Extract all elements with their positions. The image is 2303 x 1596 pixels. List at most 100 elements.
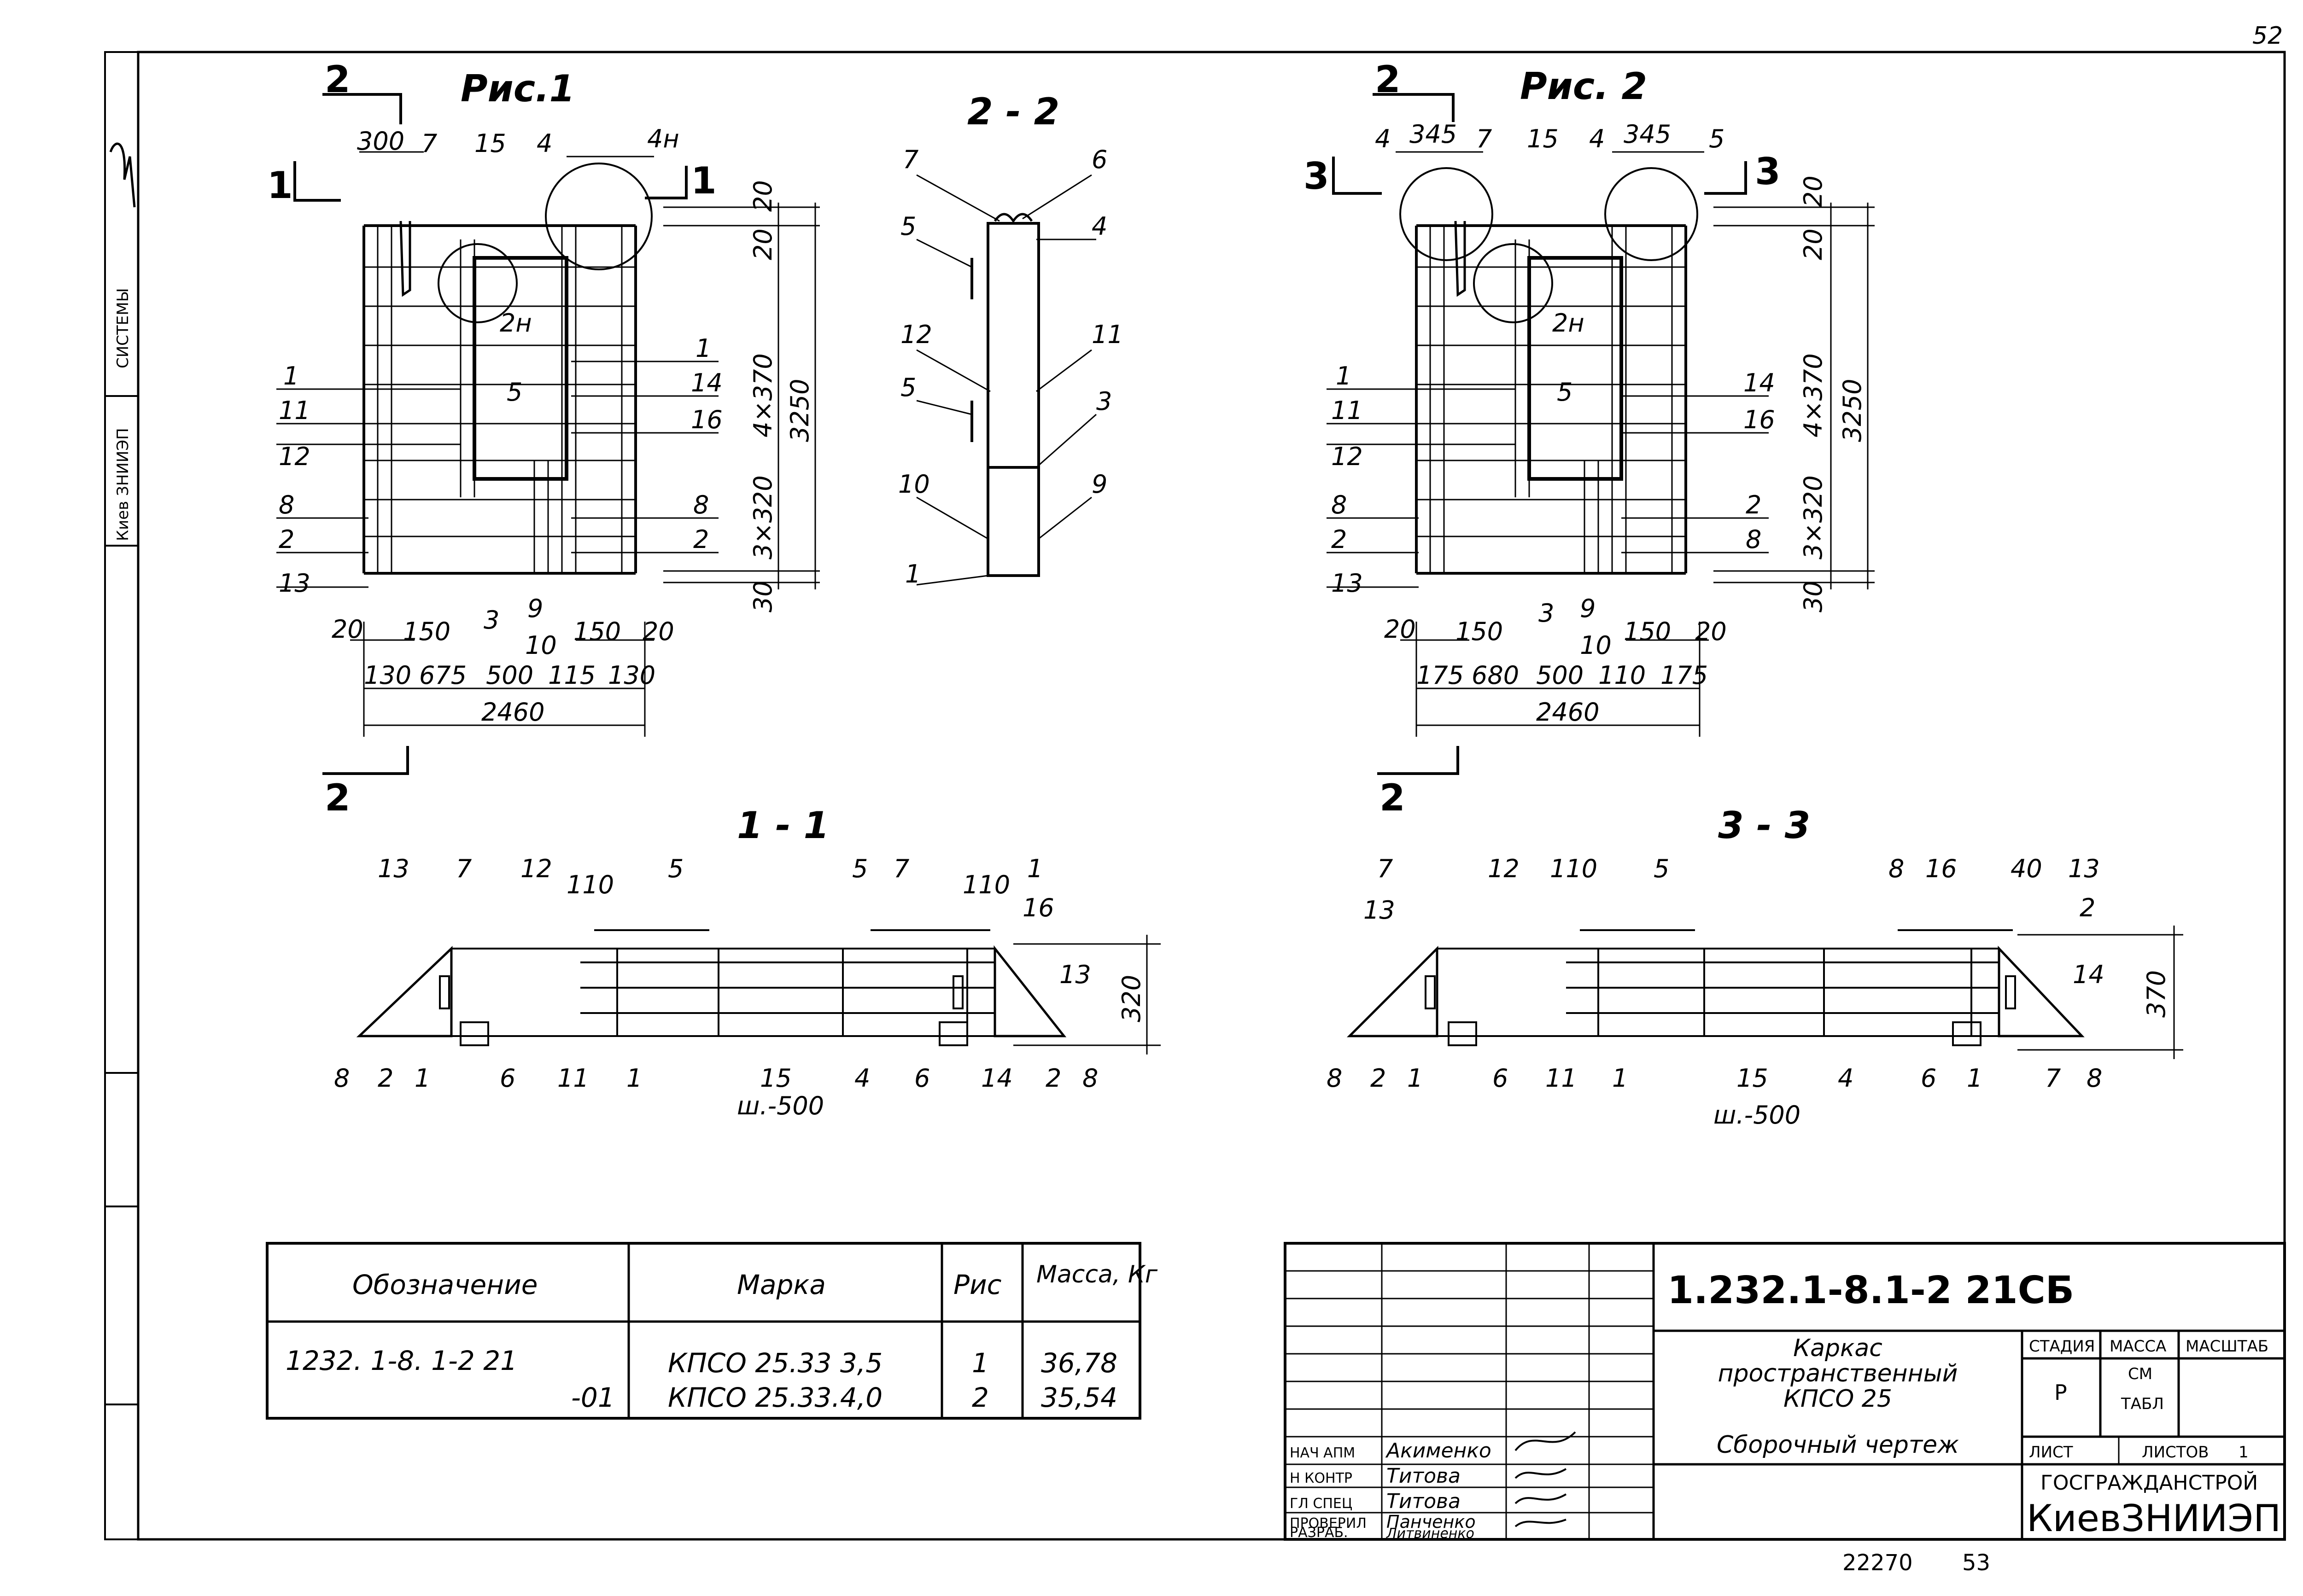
fig1-pos-4h: 4н — [647, 124, 679, 153]
sec22-pos-11: 11 — [1092, 320, 1123, 349]
fig2-dim-3x320: 3×320 — [1799, 475, 1828, 559]
sec33-pos-12: 12 — [1488, 854, 1520, 883]
fig1-pos-16-right: 16 — [691, 405, 723, 434]
sec33-pos-11: 11 — [1545, 1064, 1577, 1093]
fig1-sec-mark-right: 1 — [691, 159, 717, 202]
sec33-pos-8-top: 8 — [1888, 854, 1904, 883]
strip-label-system: СИСТЕМЫ — [114, 288, 132, 369]
fig2-dim-680: 680 — [1472, 661, 1519, 690]
sec11-dim-110a: 110 — [567, 870, 614, 899]
fig1-dim-20a: 20 — [748, 180, 777, 212]
fig2-pos-16-right: 16 — [1743, 405, 1775, 434]
fig2-dim-110: 110 — [1598, 661, 1646, 690]
staff-name-1: Акименко — [1385, 1439, 1491, 1462]
fig1-pos-10: 10 — [525, 631, 557, 660]
sec11-pos-6b: 6 — [914, 1064, 930, 1093]
fig1-dim-500: 500 — [486, 661, 533, 690]
fig1-pos-2-right: 2 — [693, 525, 709, 554]
fig1-pos-1-right: 1 — [696, 334, 711, 363]
sec11-pos-6a: 6 — [500, 1064, 515, 1093]
title-block: 1.232.1-8.1-2 21СБ Каркас пространственн… — [1284, 1242, 2286, 1542]
fig1-dim-b150a: 150 — [403, 617, 450, 646]
sheets-label: ЛИСТОВ — [2142, 1443, 2209, 1462]
fig2-title: Рис. 2 — [1520, 65, 1647, 108]
fig2-pos-14-right: 14 — [1743, 368, 1775, 397]
hdr-mass: МАССА — [2110, 1337, 2166, 1356]
fig1-title: Рис.1 — [461, 67, 575, 110]
fig1-pos-14-right: 14 — [691, 368, 723, 397]
staff-name-2: Титова — [1386, 1464, 1461, 1488]
fig2-dim-500: 500 — [1536, 661, 1584, 690]
sec33-pos-7b: 7 — [2045, 1064, 2061, 1093]
mass-value-l1: СМ — [2128, 1365, 2152, 1383]
staff-role-2: Н КОНТР — [1290, 1470, 1352, 1486]
sec22-pos-12: 12 — [900, 320, 932, 349]
sec11-pos-4: 4 — [854, 1064, 870, 1093]
sec11-pos-16: 16 — [1023, 893, 1054, 922]
fig2-pos-12-left: 12 — [1331, 442, 1363, 471]
fig2-pos-5: 5 — [1557, 378, 1572, 407]
fig1-sec-mark-bottom: 2 — [325, 776, 351, 819]
doc-name-line2: пространственный — [1718, 1360, 1958, 1387]
fig1-pos-4: 4 — [537, 129, 552, 158]
sec33-dim-40: 40 — [2011, 854, 2042, 883]
fig2-pos-2-right: 2 — [1746, 490, 1761, 519]
fig2-pos-4a: 4 — [1375, 124, 1391, 153]
fig1-dim-130b: 130 — [608, 661, 655, 690]
sec33-pos-6b: 6 — [1921, 1064, 1936, 1093]
fig2-dim-b150b: 150 — [1624, 617, 1671, 646]
staff-role-1: НАЧ АПМ — [1290, 1445, 1355, 1461]
sec33-pos-16: 16 — [1925, 854, 1957, 883]
sec22-pos-5b: 5 — [900, 373, 916, 402]
sec11-dim-110b: 110 — [963, 870, 1010, 899]
fig2-dim-20a: 20 — [1799, 175, 1828, 207]
sec33-pos-15: 15 — [1736, 1064, 1768, 1093]
sec11-pos-12: 12 — [520, 854, 552, 883]
sec11-pos-15: 15 — [760, 1064, 792, 1093]
fig2-pos-10: 10 — [1580, 631, 1612, 660]
fig2-sec-mark-bottom: 2 — [1379, 776, 1405, 819]
org-top: ГОСГРАЖДАНСТРОЙ — [2040, 1470, 2258, 1495]
staff-name-4: Панченко — [1386, 1512, 1476, 1532]
fig1-dim-300: 300 — [357, 127, 404, 156]
fig1-pos-12-left: 12 — [279, 442, 310, 471]
fig2-pos-13-left: 13 — [1331, 569, 1363, 598]
sec33-pos-7a: 7 — [1377, 854, 1393, 883]
fig2-pos-2h: 2н — [1552, 309, 1584, 338]
fig1-dim-b20b: 20 — [643, 617, 674, 646]
fig1-pos-13-left: 13 — [279, 569, 310, 598]
footer-page: 53 — [1962, 1550, 1990, 1576]
spec-row1-fig: 1 — [972, 1347, 989, 1379]
sec33-pos-8a: 8 — [1327, 1064, 1342, 1093]
sec33-dim-110: 110 — [1550, 854, 1597, 883]
fig1-pos-9: 9 — [527, 594, 543, 623]
fig1-dim-2460: 2460 — [481, 698, 544, 727]
fig2-pos-1-left: 1 — [1336, 361, 1351, 390]
doc-drawing-type: Сборочный чертеж — [1717, 1431, 1959, 1459]
doc-code: 1.232.1-8.1-2 21СБ — [1667, 1269, 2074, 1312]
spec-table: Обозначение Марка Рис Масса, Кг 1232. 1-… — [266, 1242, 1158, 1420]
spec-row2-code: -01 — [571, 1382, 615, 1413]
staff-name-5: Литвиненко — [1386, 1526, 1474, 1542]
fig2-dim-175a: 175 — [1416, 661, 1464, 690]
fig2-pos-8-left: 8 — [1331, 490, 1347, 519]
staff-role-5: РАЗРАБ. — [1290, 1525, 1348, 1541]
hdr-stage: СТАДИЯ — [2029, 1337, 2095, 1356]
staff-role-3: ГЛ СПЕЦ — [1290, 1496, 1352, 1512]
sec33-title: 3 - 3 — [1718, 804, 1810, 847]
fig1-pos-3: 3 — [484, 606, 499, 635]
sec22-pos-4: 4 — [1092, 212, 1107, 241]
sec33-pos-4: 4 — [1838, 1064, 1853, 1093]
section-1-1: 1 - 1 13 7 12 110 — [334, 804, 1161, 1120]
doc-name-line3: КПСО 25 — [1783, 1385, 1892, 1413]
sec22-pos-9: 9 — [1092, 470, 1107, 499]
spec-row1-code: 1232. 1-8. 1-2 21 — [286, 1345, 517, 1376]
sec33-pos-13b: 13 — [2068, 854, 2100, 883]
sec11-title: 1 - 1 — [737, 804, 829, 847]
spec-row1-mass: 36,78 — [1041, 1347, 1117, 1379]
fig1-pos-5: 5 — [507, 378, 522, 407]
sec11-pos-7a: 7 — [456, 854, 472, 883]
sec22-pos-10: 10 — [898, 470, 930, 499]
fig1-dim-20b: 20 — [748, 228, 777, 260]
